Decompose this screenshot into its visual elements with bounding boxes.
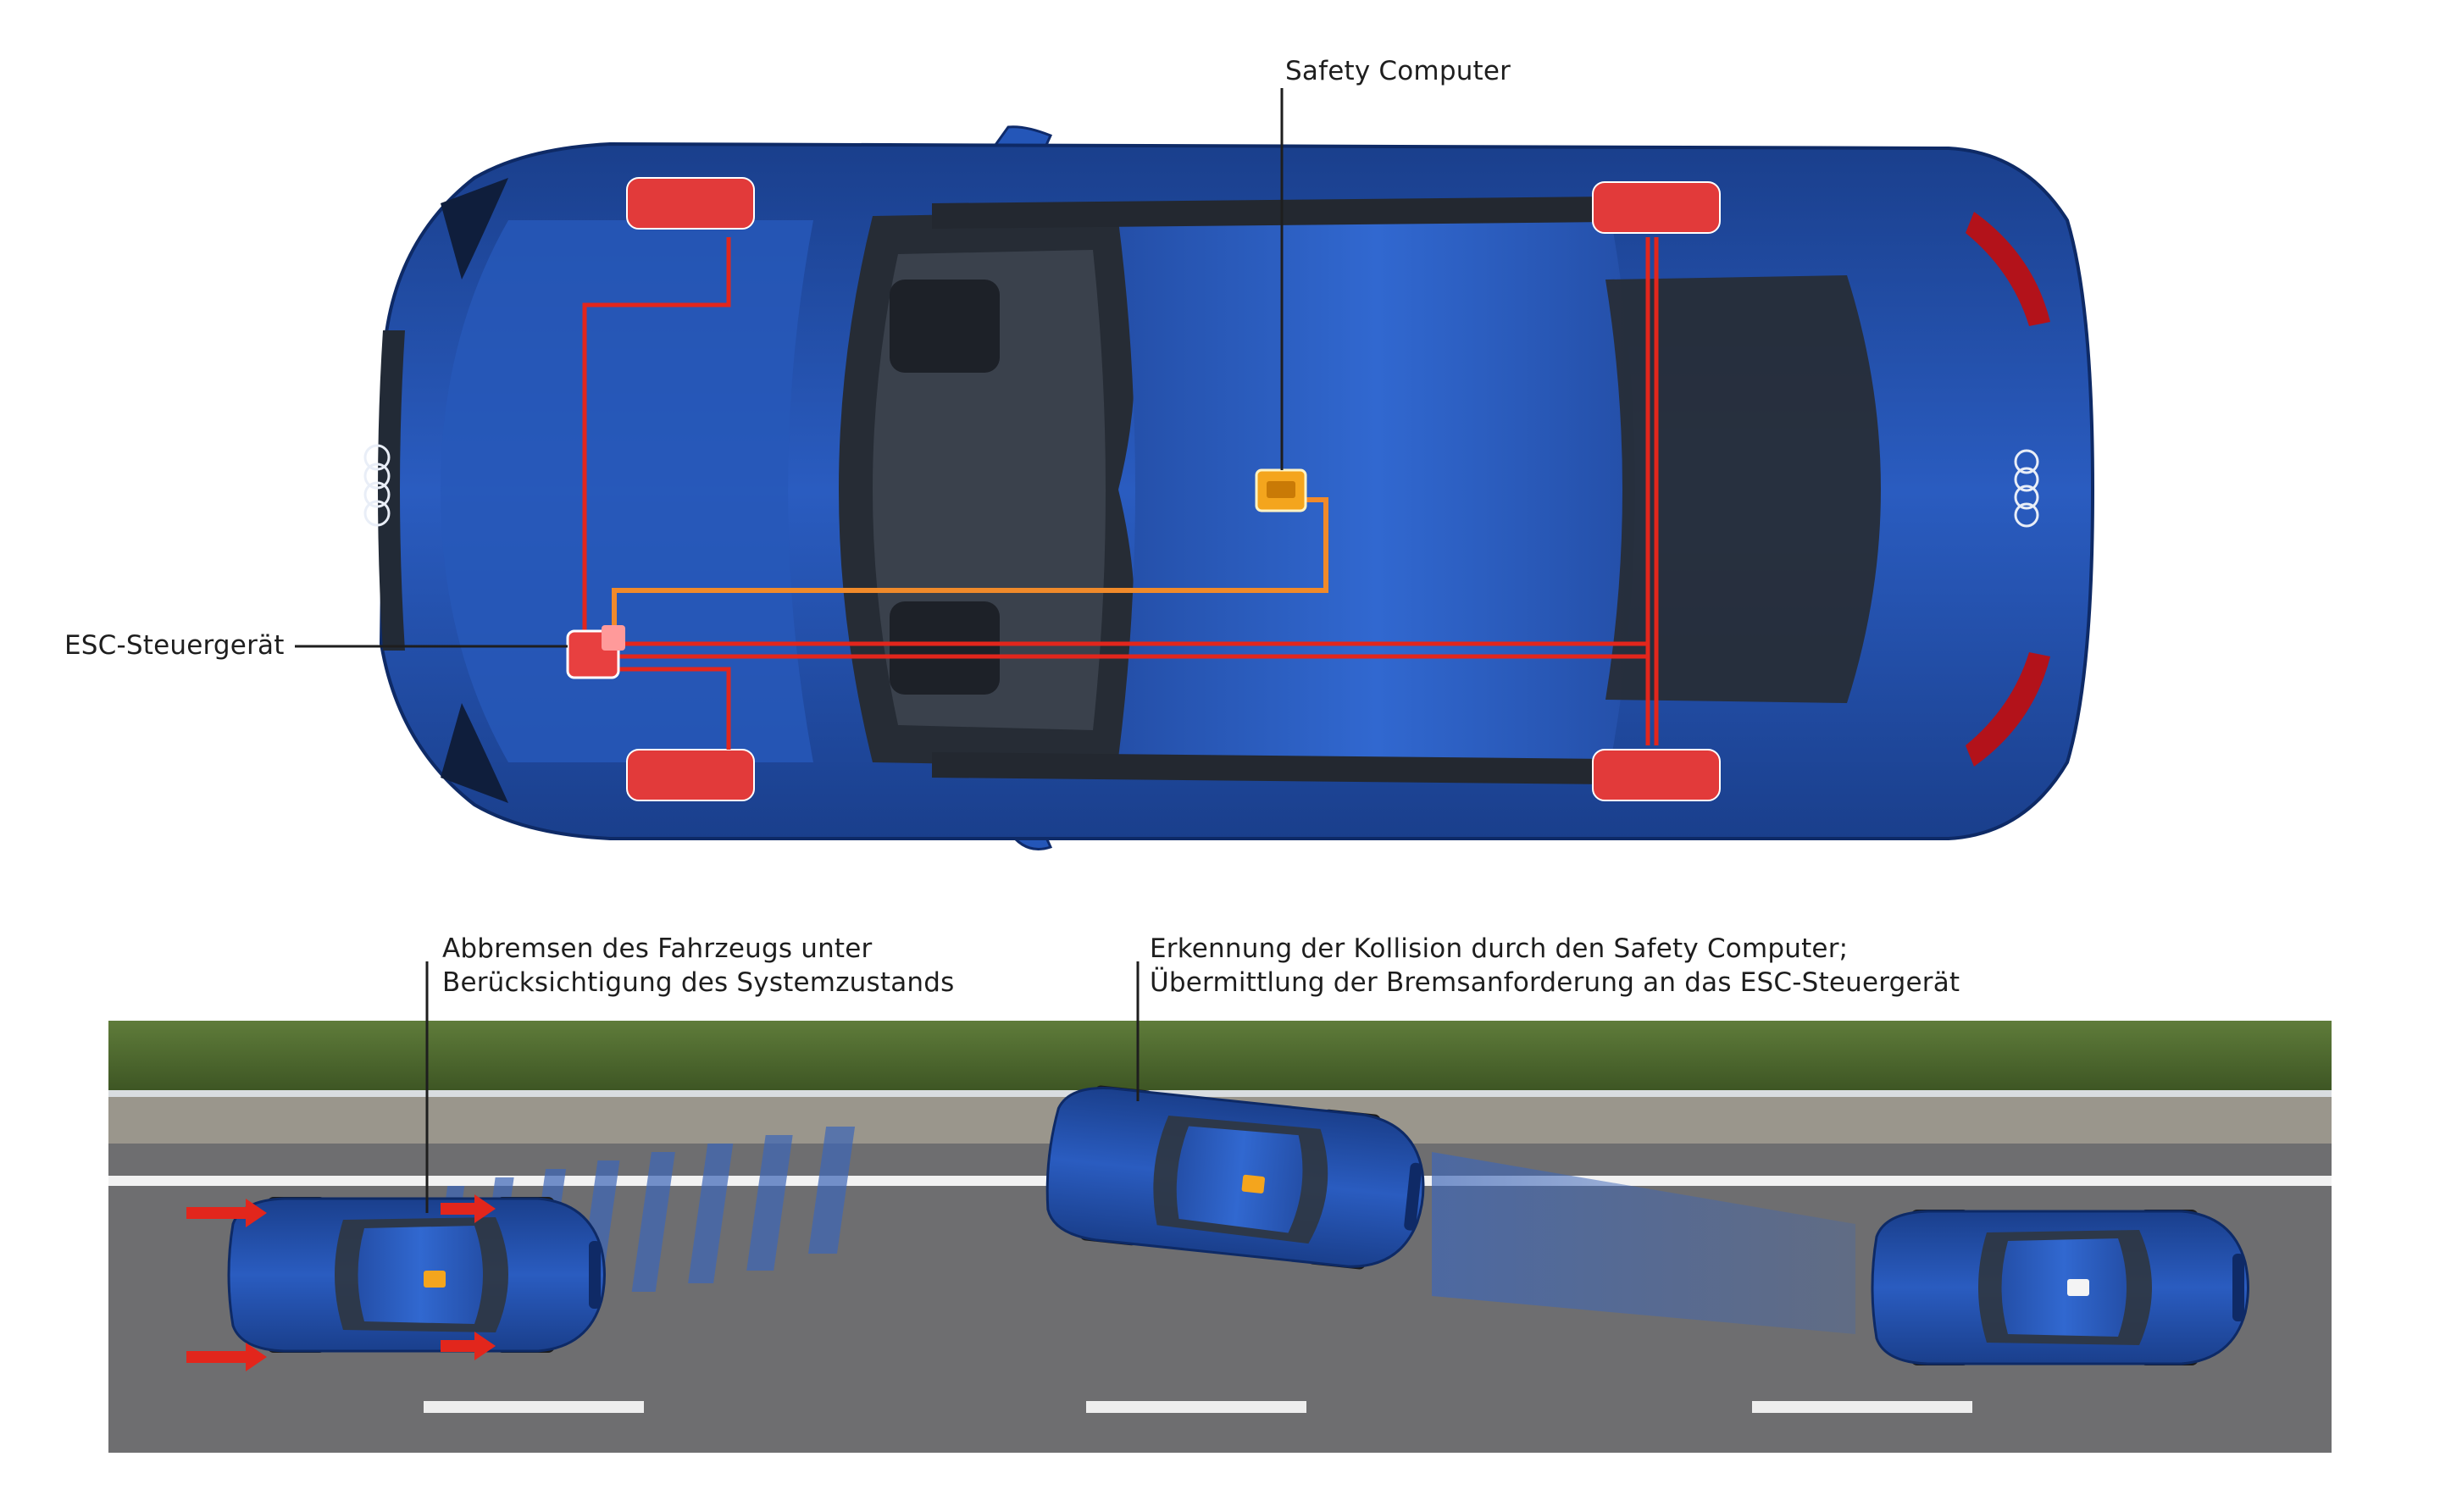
braking-caption: Abbremsen des Fahrzeugs unter Berücksich… — [442, 932, 955, 1000]
esc-unit-label: ESC-Steuergerät — [64, 630, 285, 661]
safety-computer-icon — [1255, 468, 1307, 512]
data-line — [612, 497, 1328, 644]
esc-unit-icon — [566, 625, 625, 679]
road-scene — [108, 961, 2332, 1453]
radar-beam — [1432, 1152, 1855, 1334]
car-detection — [1040, 1079, 1433, 1277]
collision-caption-line2: Übermittlung der Bremsanforderung an das… — [1150, 967, 1960, 998]
collision-caption-line1: Erkennung der Kollision durch den Safety… — [1150, 933, 1849, 964]
collision-caption: Erkennung der Kollision durch den Safety… — [1150, 932, 1960, 1000]
brake-lines — [582, 237, 1659, 750]
audi-rings-rear-icon — [2014, 449, 2039, 528]
braking-caption-line1: Abbremsen des Fahrzeugs unter — [442, 933, 873, 964]
car-braking — [227, 1195, 606, 1354]
main-car-top-view — [295, 88, 2095, 850]
braking-caption-line2: Berücksichtigung des Systemzustands — [442, 967, 955, 998]
brake-caliper-icon — [626, 177, 1721, 801]
brake-arrow-icon — [186, 1194, 496, 1371]
audi-rings-icon — [363, 444, 391, 527]
safety-computer-label: Safety Computer — [1285, 56, 1511, 86]
car-obstacle — [1871, 1208, 2249, 1367]
